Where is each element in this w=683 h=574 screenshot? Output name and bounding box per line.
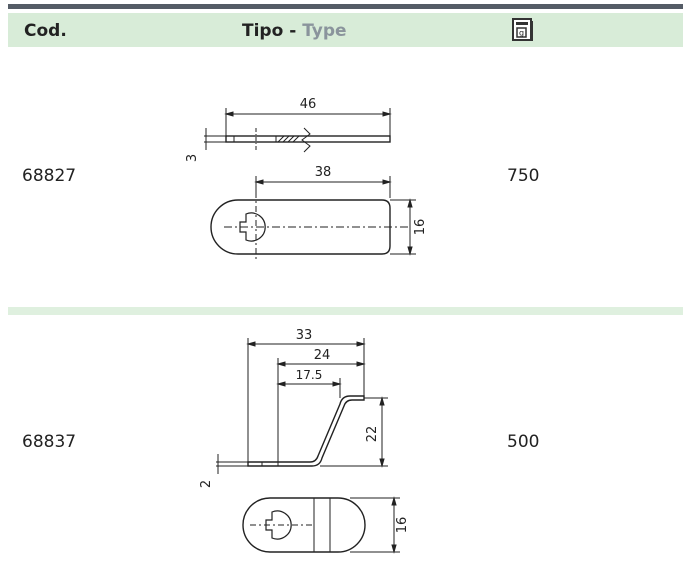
row-2-dim-height: 22 [365, 426, 380, 443]
row-2-dim-bend-length: 17.5 [296, 368, 323, 382]
header-type-en: Type [302, 21, 347, 41]
header-code: Cod. [24, 21, 67, 41]
row-2-dim-thickness: 2 [200, 480, 214, 488]
header-type: Tipo - Type [242, 21, 347, 41]
weight-icon-glyph: g [519, 29, 524, 38]
row-2-dim-width: 16 [395, 517, 410, 534]
header-type-separator: - [283, 21, 303, 41]
row-1-dim-thickness: 3 [185, 154, 200, 162]
row-1-dim-length: 46 [300, 97, 317, 112]
top-bar [8, 4, 683, 9]
header-type-it: Tipo [242, 21, 284, 41]
row-1-dim-hole-to-end: 38 [315, 165, 332, 180]
row-1-dim-width: 16 [413, 219, 428, 236]
row-2-weight: 500 [507, 432, 540, 452]
row-1-weight: 750 [507, 166, 540, 186]
row-2-dim-length: 33 [296, 328, 313, 343]
row-1-code: 68827 [22, 166, 77, 186]
row-2-dim-mid-length: 24 [314, 348, 331, 363]
row-2-drawing: 33 24 17.5 22 2 16 [200, 328, 410, 554]
table-header: Cod. Tipo - Type g [8, 13, 683, 47]
row-1-drawing: 46 3 38 16 [185, 97, 428, 260]
row-separator [8, 307, 683, 315]
weight-scale-icon: g [512, 18, 533, 41]
row-2-code: 68837 [22, 432, 77, 452]
